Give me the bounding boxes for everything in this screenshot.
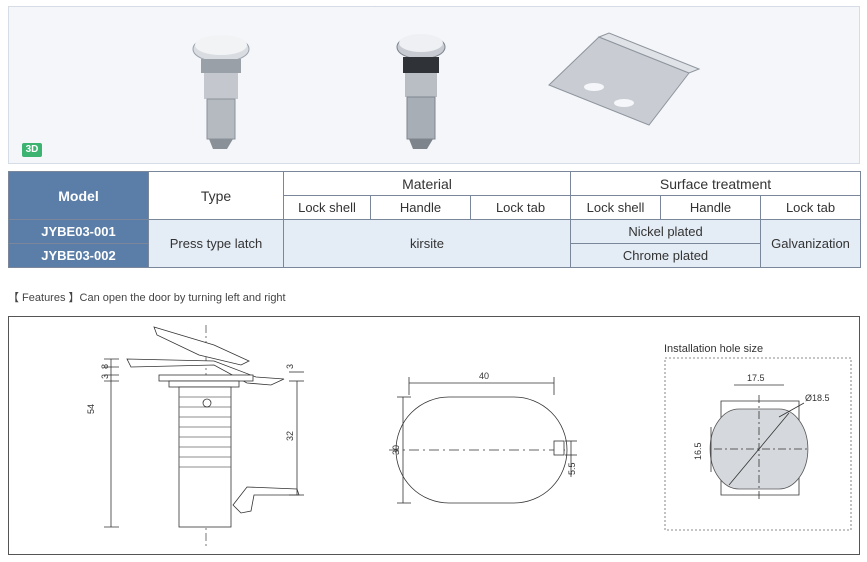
product-image-bracket xyxy=(548,32,701,126)
model-cell: JYBE03-001 xyxy=(8,219,149,244)
subheader-surface-handle: Handle xyxy=(660,195,762,220)
3d-badge[interactable]: 3D xyxy=(22,143,42,157)
dim-label: 3 xyxy=(285,364,295,369)
side-view-drawing xyxy=(104,325,304,549)
lock-tab-surface-cell: Galvanization xyxy=(760,219,862,268)
dim-label: 3 xyxy=(100,374,110,379)
dim-label: 5.5 xyxy=(567,462,577,475)
type-cell: Press type latch xyxy=(148,219,284,268)
technical-drawing-panel: 54 8 3 3 32 40 30 5.5 Installation hole … xyxy=(8,316,860,555)
features-text: 【 Features 】Can open the door by turning… xyxy=(8,292,286,304)
spec-table: Model Type Material Surface treatment Lo… xyxy=(8,171,862,268)
header-model: Model xyxy=(8,171,149,220)
product-images xyxy=(192,32,701,149)
subheader-material-lock-shell: Lock shell xyxy=(283,195,371,220)
dim-label: 54 xyxy=(86,404,96,414)
installation-hole-drawing xyxy=(709,384,809,501)
subheader-material-lock-tab: Lock tab xyxy=(469,195,572,220)
dim-label: 40 xyxy=(479,371,489,381)
header-surface-treatment: Surface treatment xyxy=(570,171,862,196)
dim-label: 30 xyxy=(391,445,401,455)
subheader-material-handle: Handle xyxy=(370,195,471,220)
dim-label: 32 xyxy=(285,431,295,441)
product-photo-panel: 3D xyxy=(8,6,860,164)
subheader-surface-lock-tab: Lock tab xyxy=(760,195,862,220)
dim-label: Ø18.5 xyxy=(805,393,830,403)
front-view-drawing xyxy=(389,377,577,504)
dim-label: 17.5 xyxy=(747,373,765,383)
surface-cell: Nickel plated xyxy=(570,219,762,244)
subheader-surface-lock-shell: Lock shell xyxy=(570,195,662,220)
dim-label: 16.5 xyxy=(693,442,703,460)
header-type: Type xyxy=(148,171,284,220)
material-cell: kirsite xyxy=(282,219,572,268)
installation-title: Installation hole size xyxy=(664,343,763,355)
dim-label: 8 xyxy=(100,364,110,369)
product-image-chrome xyxy=(396,34,446,149)
header-material: Material xyxy=(282,171,572,196)
surface-cell: Chrome plated xyxy=(570,243,762,268)
technical-drawing: 54 8 3 3 32 40 30 5.5 Installation hole … xyxy=(86,325,852,549)
product-image-nickel xyxy=(192,35,250,149)
model-cell: JYBE03-002 xyxy=(8,243,149,268)
